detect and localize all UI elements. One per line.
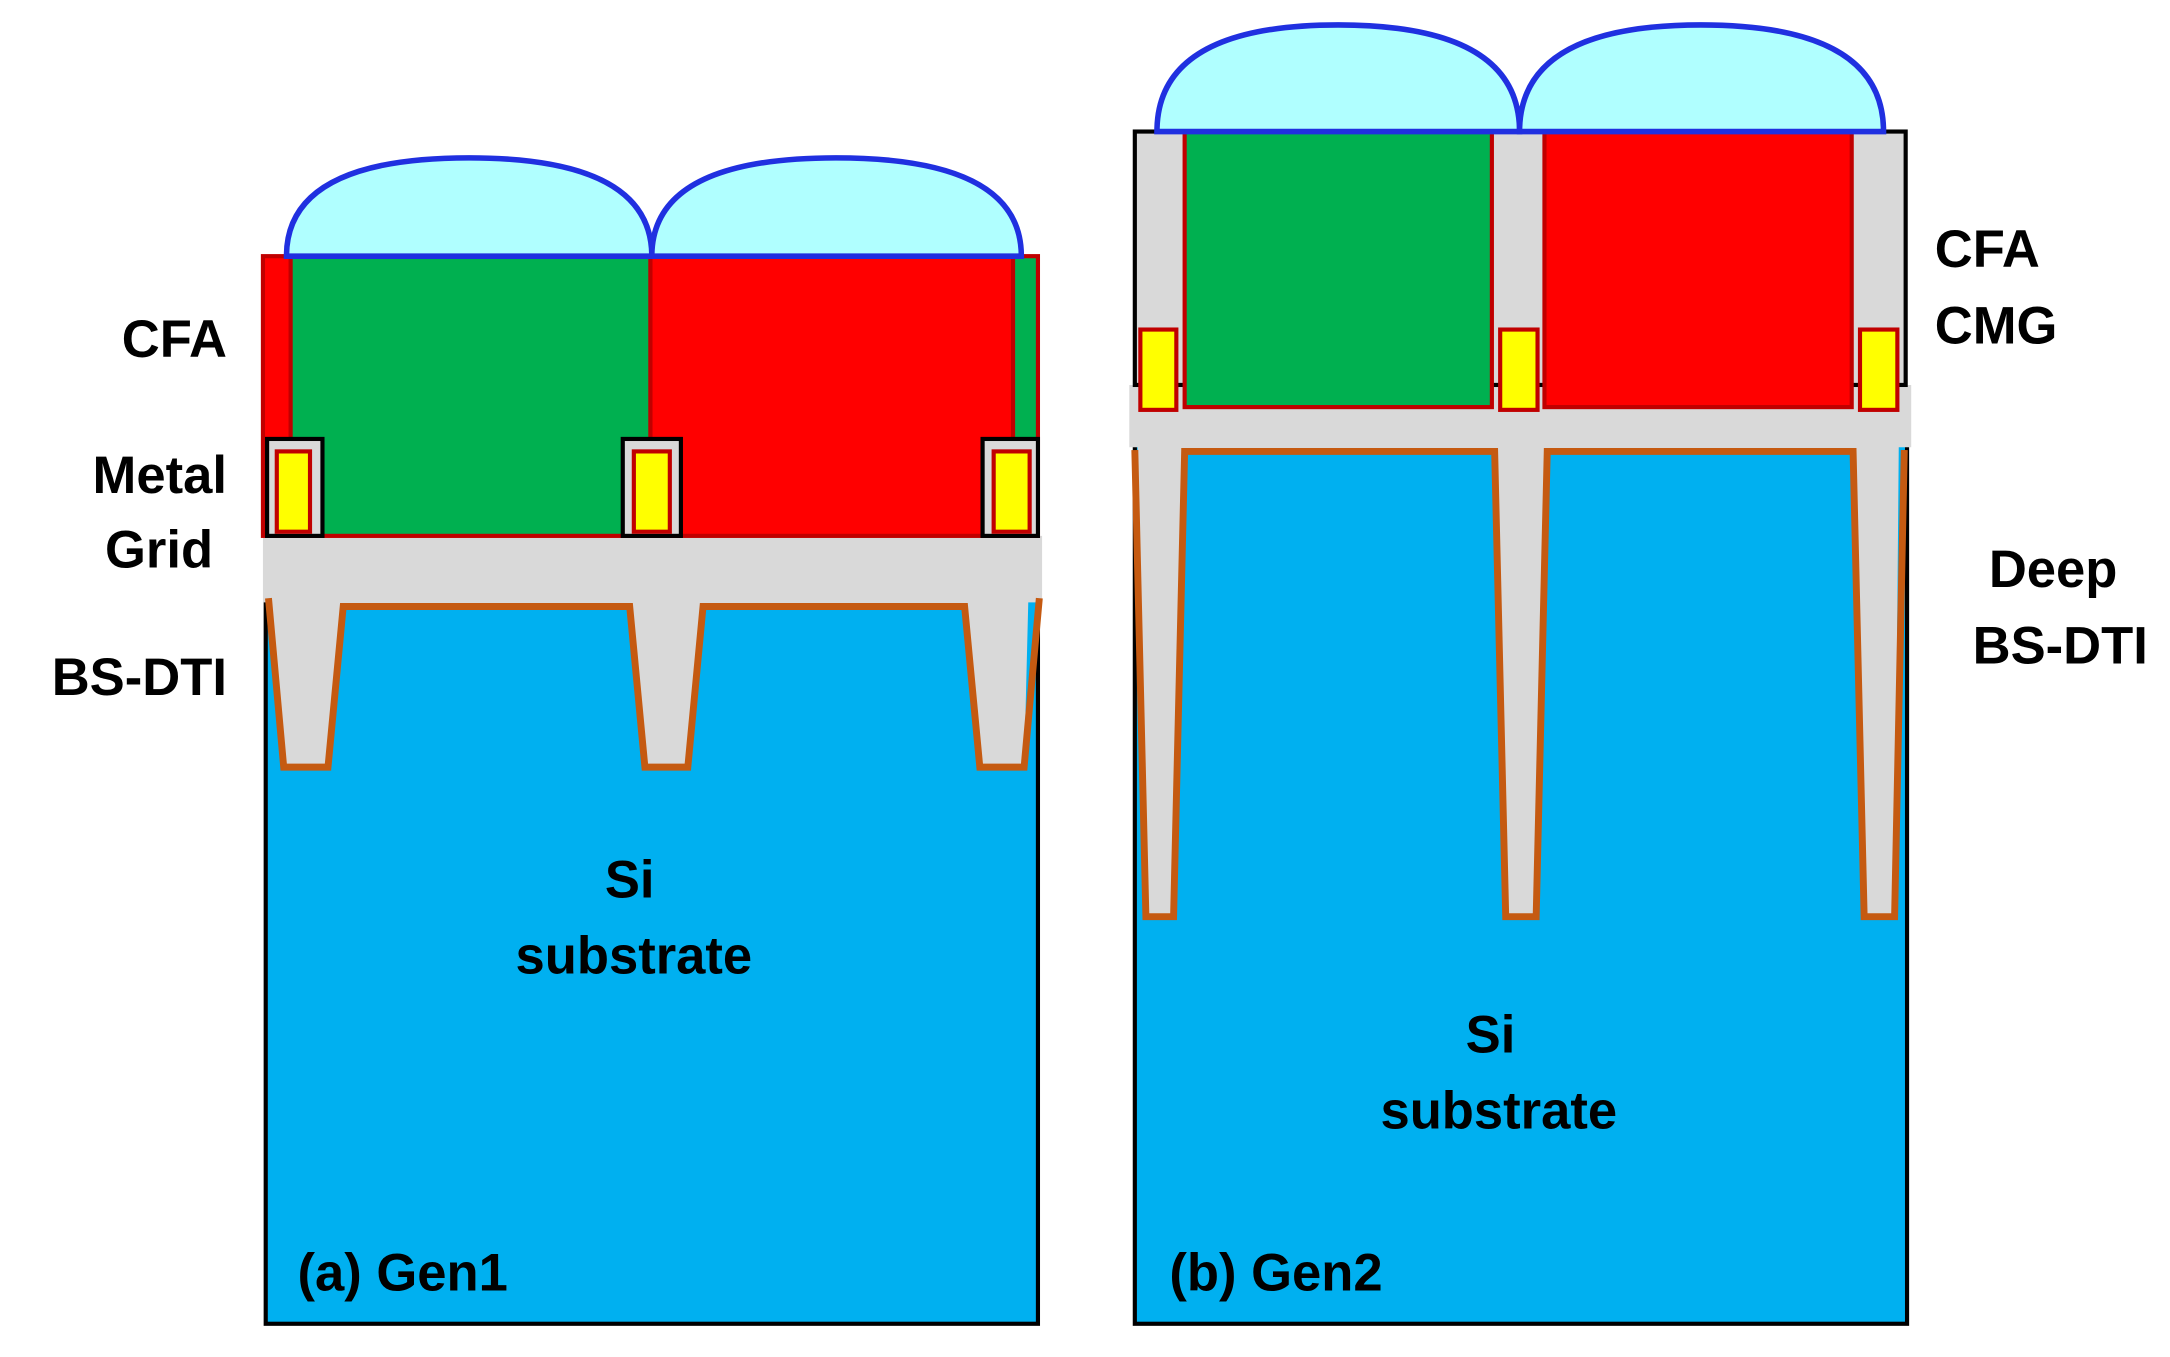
panel-b-substrate-label-2: substrate: [1380, 1082, 1617, 1141]
panel-b-metal-grid-bar-1: [1138, 327, 1179, 412]
panel-a-substrate-label-1: Si: [605, 850, 655, 909]
label-metal-grid-2: Grid: [105, 521, 213, 580]
panel-b-dti-liner: [1131, 447, 1908, 921]
panel-b-red-filter: [1542, 126, 1854, 410]
label-cfa-a: CFA: [122, 310, 227, 369]
label-cfa-b: CFA: [1935, 220, 2040, 279]
panel-a-microlens-right: [649, 155, 1025, 259]
panel-b-metal-grid-bar-2: [1498, 327, 1540, 412]
panel-a-metal-grid-bar-2: [631, 449, 672, 534]
panel-b-gen2: Si substrate (b) Gen2 CFA CMG Deep BS-DT…: [1129, 22, 2148, 1326]
label-deep: Deep: [1989, 540, 2118, 599]
panel-a-metal-grid-bar-1: [274, 449, 313, 534]
panel-a-metal-grid: [265, 436, 1041, 538]
panel-b-green-filter: [1182, 126, 1494, 410]
label-metal-grid-1: Metal: [93, 446, 227, 505]
panel-a-dti-liner: [265, 597, 1043, 771]
panel-a-green-filter: [288, 254, 653, 538]
panel-b-metal-grid: [1138, 327, 1900, 412]
label-cmg-b: CMG: [1935, 296, 2058, 355]
panel-b-microlens-left: [1154, 22, 1523, 135]
panel-a-caption: (a) Gen1: [298, 1244, 508, 1303]
panel-a-red-filter: [648, 254, 1016, 538]
panel-a-microlens-left: [283, 155, 655, 259]
panel-b-substrate-label-1: Si: [1466, 1005, 1516, 1064]
panel-b-caption: (b) Gen2: [1169, 1244, 1382, 1303]
panel-a-metal-grid-bar-3: [991, 449, 1032, 534]
panel-a-oxide-dti: [262, 535, 1043, 769]
label-bs-dti-b: BS-DTI: [1973, 616, 2148, 675]
panel-a-substrate-label-2: substrate: [515, 926, 752, 985]
label-bs-dti-a: BS-DTI: [52, 648, 227, 707]
panel-b-microlens-right: [1516, 22, 1887, 135]
panel-a-gen1: Si substrate (a) Gen1 CFA Metal Grid BS-…: [52, 155, 1043, 1326]
panel-b-oxide-dti: [1129, 384, 1912, 919]
panel-b-metal-grid-bar-3: [1857, 327, 1900, 412]
